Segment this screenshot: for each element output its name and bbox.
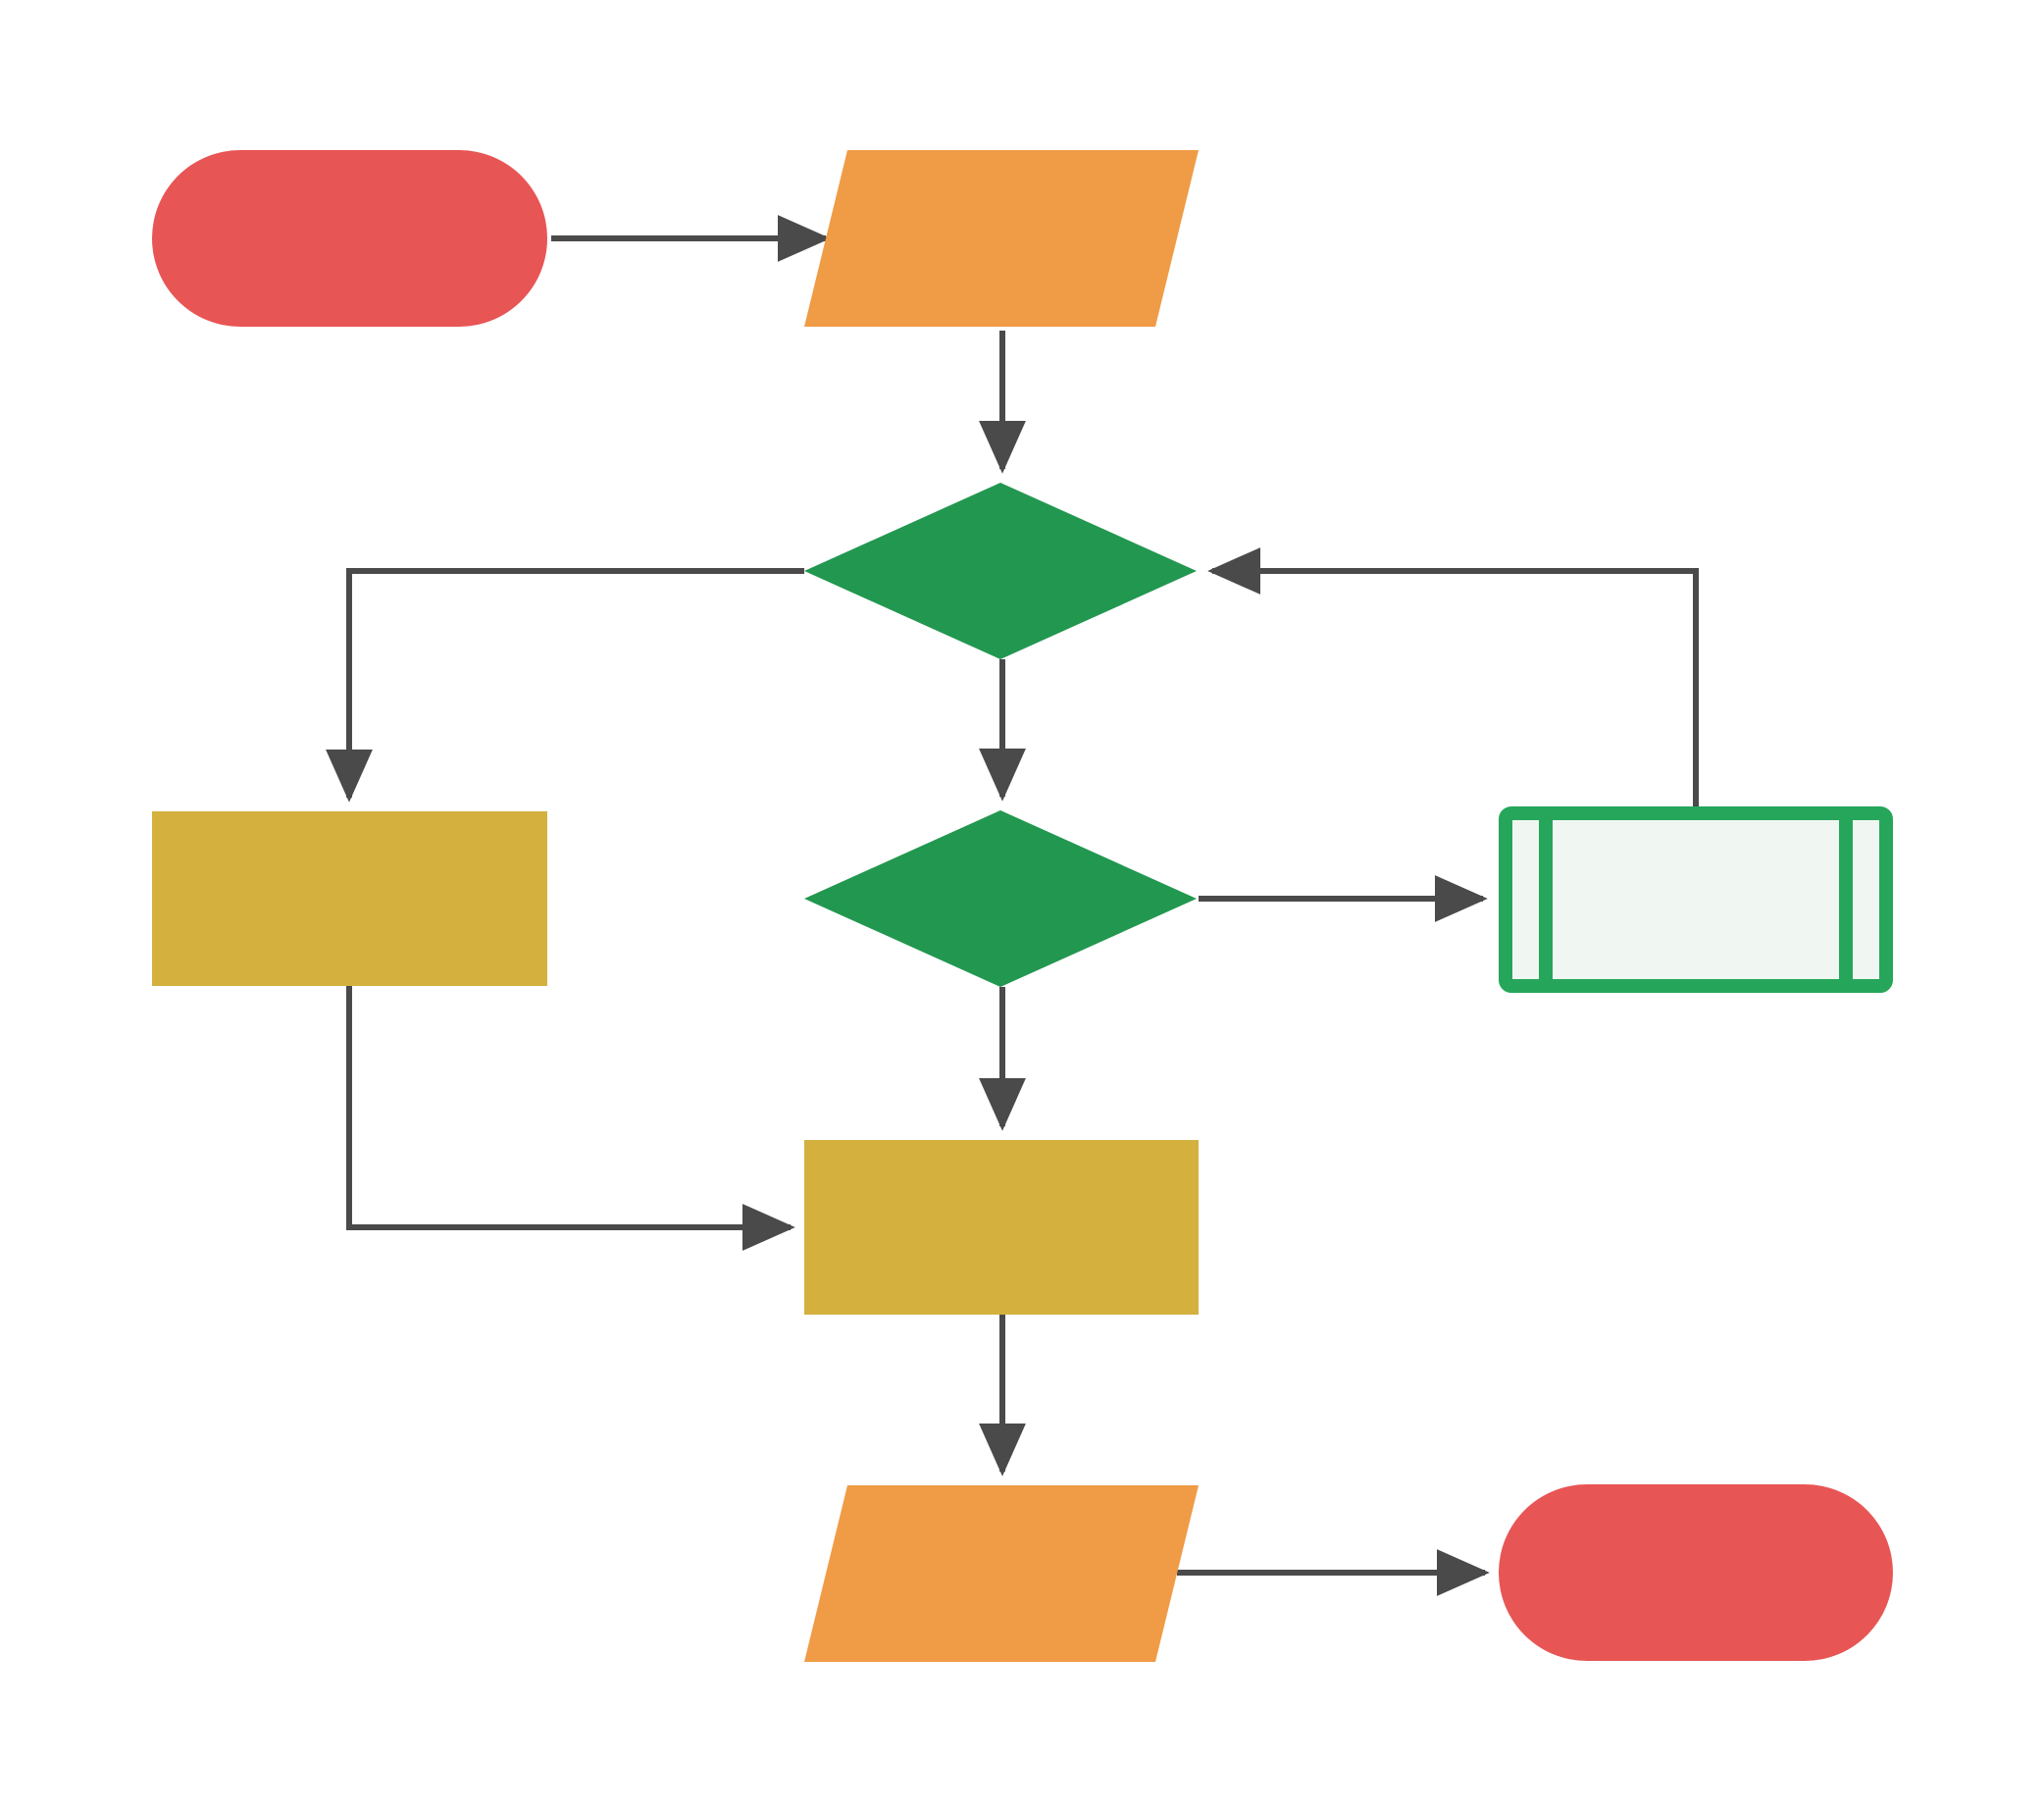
connector-e-d1-left (326, 568, 804, 803)
process-shape (152, 811, 547, 986)
node-process-left[interactable] (152, 811, 547, 986)
connector-e-subroutine-d1 (1207, 547, 1699, 806)
subroutine-outer-border (1499, 806, 1893, 993)
io-parallelogram-shape (804, 1485, 1199, 1662)
process-shape (804, 1140, 1199, 1315)
node-process-middle[interactable] (804, 1140, 1199, 1315)
connector-e-left-process-middle (346, 986, 795, 1251)
node-start[interactable] (152, 150, 547, 327)
nodes-layer (152, 150, 1893, 1662)
decision-diamond-shape (804, 810, 1197, 987)
node-decision-1[interactable] (804, 483, 1197, 659)
decision-diamond-shape (804, 483, 1197, 659)
terminator-shape (152, 150, 547, 327)
node-input-top[interactable] (804, 150, 1199, 327)
edges-layer (326, 215, 1699, 1596)
node-end[interactable] (1499, 1484, 1893, 1661)
terminator-shape (1499, 1484, 1893, 1661)
io-parallelogram-shape (804, 150, 1199, 327)
subroutine-shape (1499, 806, 1893, 993)
node-subroutine-right[interactable] (1499, 806, 1893, 993)
node-output-bottom[interactable] (804, 1485, 1199, 1662)
node-decision-2[interactable] (804, 810, 1197, 987)
